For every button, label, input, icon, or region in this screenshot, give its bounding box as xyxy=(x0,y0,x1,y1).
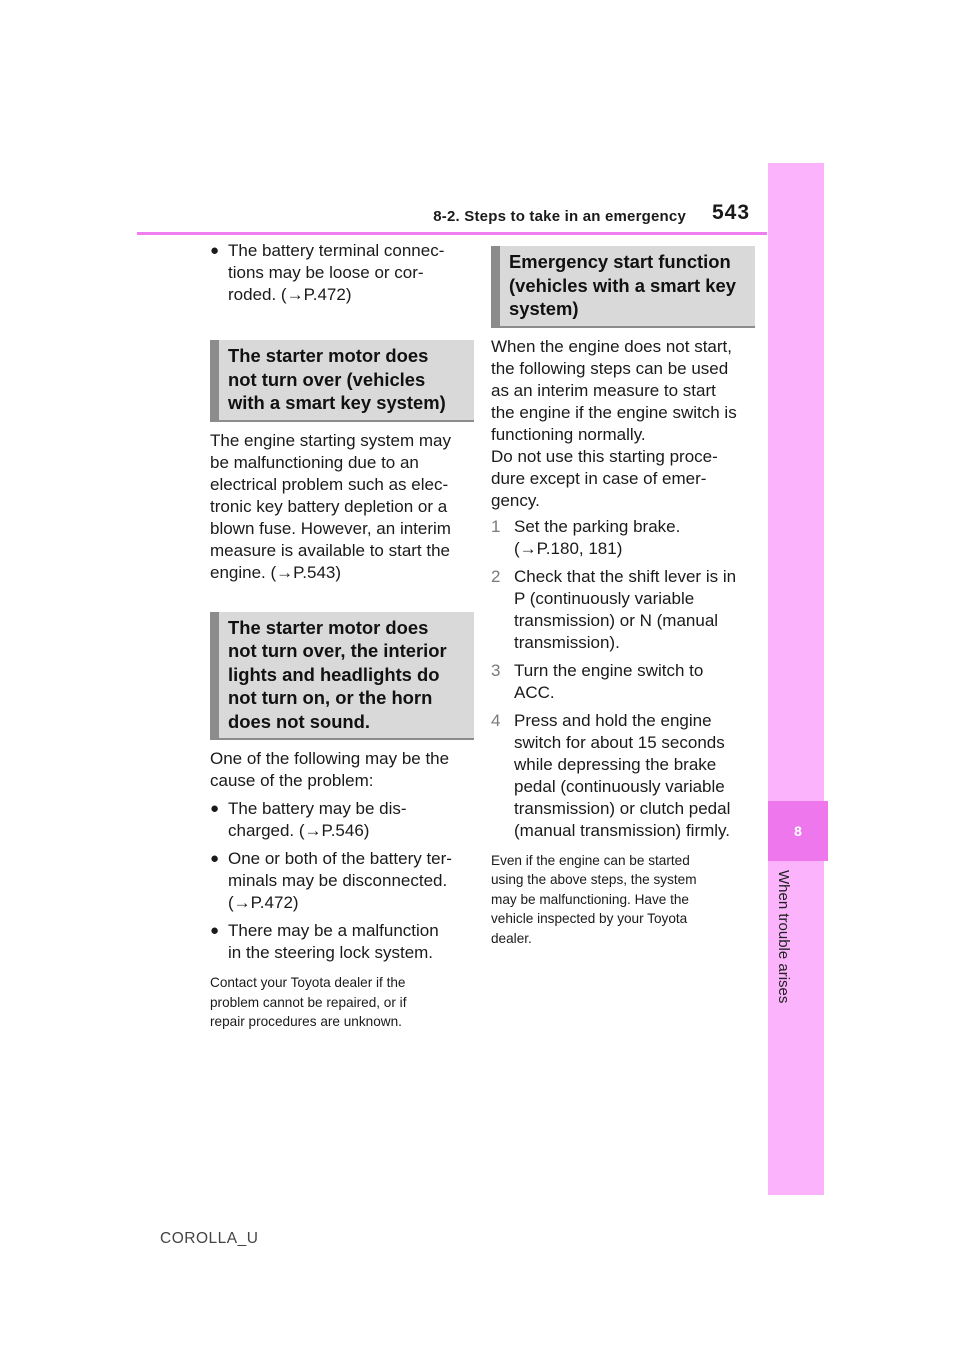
chapter-title: When trouble arises xyxy=(775,870,792,1004)
chapter-number: 8 xyxy=(794,823,802,839)
right-column: Emergency start function (vehicles with … xyxy=(491,240,755,948)
list-item: ● The battery terminal connec- tions may… xyxy=(210,240,470,306)
step-item: 2 Check that the shift lever is in P (co… xyxy=(491,566,737,652)
step-number: 4 xyxy=(491,710,501,730)
footer-label: COROLLA_U xyxy=(160,1230,259,1247)
section-intro: When the engine does not start, the foll… xyxy=(491,336,737,510)
bullet-icon: ● xyxy=(210,850,220,867)
step-item: 1 Set the parking brake. (→P.180, 181) xyxy=(491,516,681,558)
note-text: Contact your Toyota dealer if the proble… xyxy=(210,975,407,1029)
bullet-icon: ● xyxy=(210,800,220,817)
section-heading: The starter motor does not turn over (ve… xyxy=(210,340,474,422)
bullet-icon: ● xyxy=(210,922,220,939)
step-number: 1 xyxy=(491,516,501,536)
chapter-number-box: 8 xyxy=(768,801,828,861)
header-rule xyxy=(137,232,767,235)
bullet-text: The battery terminal connec- tions may b… xyxy=(228,241,445,304)
step-number: 2 xyxy=(491,566,501,586)
section-heading: Emergency start function (vehicles with … xyxy=(491,246,755,328)
page-number: 543 xyxy=(712,201,751,224)
note-text: Even if the engine can be started using … xyxy=(491,852,697,946)
section-intro: One of the following may be the cause of… xyxy=(210,749,450,790)
section-body: The engine starting system may be malfun… xyxy=(210,430,451,582)
section-heading: The starter motor does not turn over, th… xyxy=(210,611,474,740)
section-header: 8-2. Steps to take in an emergency xyxy=(433,208,686,225)
step-number: 3 xyxy=(491,660,501,680)
list-item: ● One or both of the battery ter- minals… xyxy=(210,849,452,912)
left-column: ● The battery terminal connec- tions may… xyxy=(210,240,474,1032)
step-item: 3 Turn the engine switch to ACC. xyxy=(491,660,704,702)
chapter-side-tab xyxy=(768,163,824,1195)
list-item: ● The battery may be dis- charged. (→P.5… xyxy=(210,799,407,840)
step-item: 4 Press and hold the engine switch for a… xyxy=(491,710,731,840)
list-item: ● There may be a malfunction in the stee… xyxy=(210,921,439,962)
bullet-icon: ● xyxy=(210,242,220,259)
